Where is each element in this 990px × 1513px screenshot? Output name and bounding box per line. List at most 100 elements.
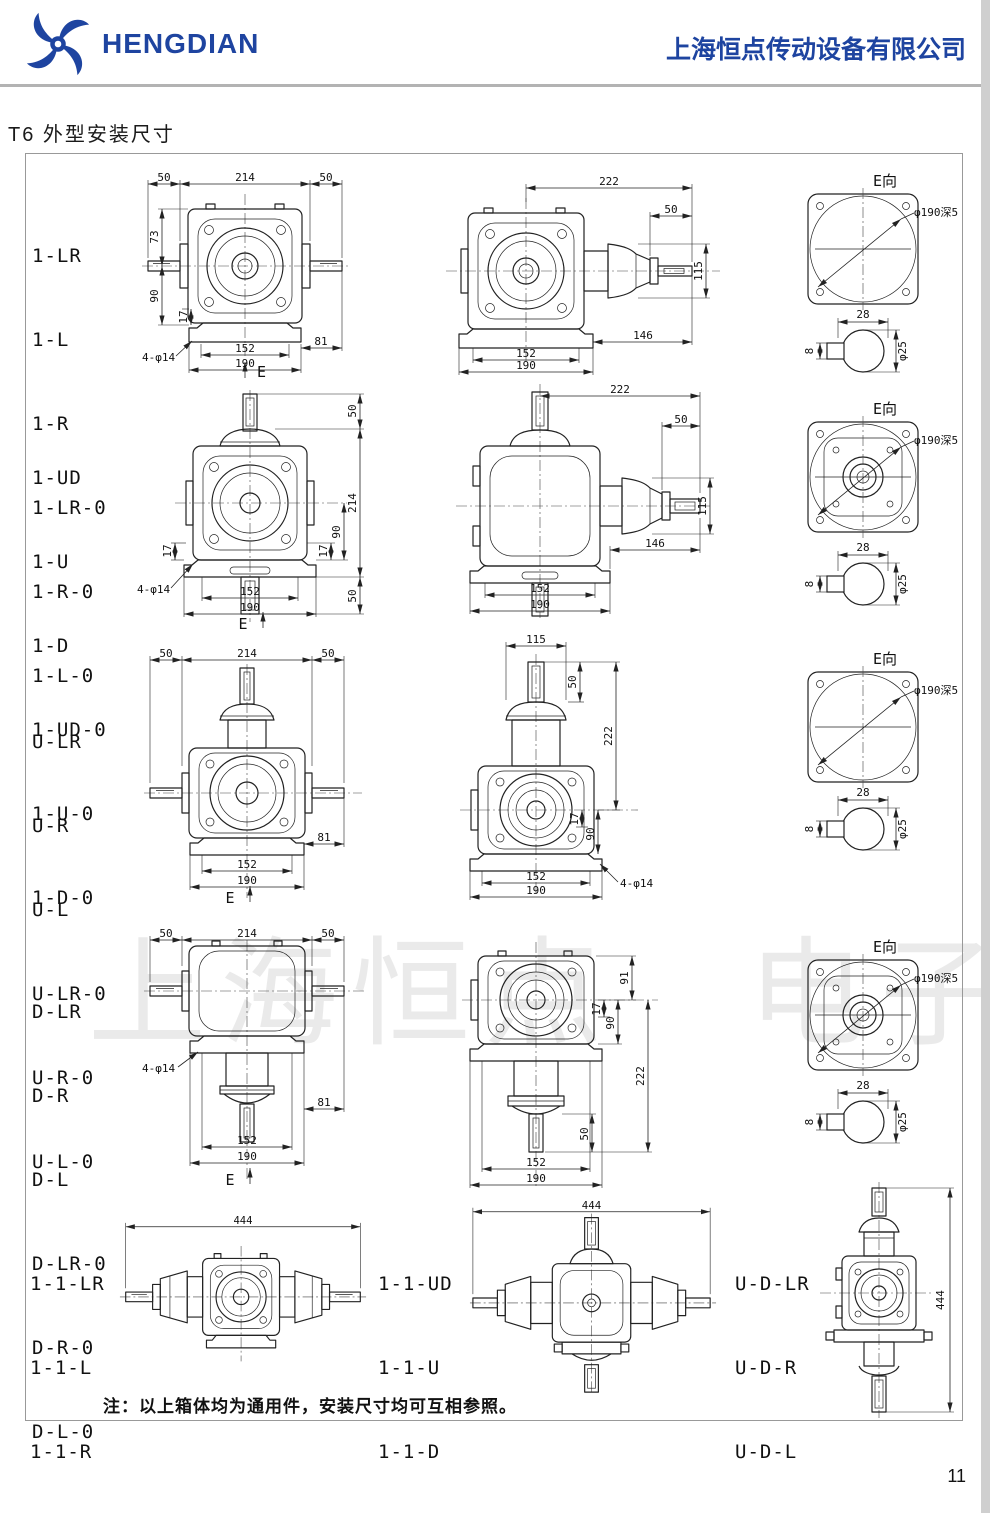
variant-labels-row4: D-LR D-R D-L D-LR-0 D-R-0 D-L-0 [32,942,107,1502]
view-title: E向 [873,938,897,956]
drawing-geometry [807,666,919,851]
dim-label: 152 [235,342,255,355]
dim-label: 50 [321,647,334,660]
dim-label: 190 [526,1172,546,1185]
dim-label: 214 [235,171,255,184]
drawing-geometry [446,184,720,375]
drawing-geometry [807,954,919,1144]
dim-label: 90 [148,289,161,302]
dim-label: 50 [319,171,332,184]
dim-label: 90 [604,1016,617,1029]
dim-label: φ190深5 [914,434,958,447]
dim-label: E [225,1171,234,1189]
dim-label: 190 [235,357,255,370]
variant-label: U-R [32,815,70,837]
dim-label: 50 [321,927,334,940]
variant-labels-bottom3: U-D-LR U-D-R U-D-L U-D-LR-0 U-D-R-0 U-D-… [735,1214,835,1513]
drawing-geometry [119,1222,367,1362]
variant-label: U-LR-0 [32,983,107,1005]
variant-label: D-L-0 [32,1421,95,1443]
front-view-row3: 50 214 50 81 152 190 E [144,647,362,907]
dim-label: 190 [237,1150,257,1163]
dim-label: 444 [233,1215,252,1227]
variant-label: 1-1-UD [378,1273,453,1295]
dim-label: 50 [664,203,677,216]
dim-label: 222 [602,726,615,746]
dim-label: 81 [317,831,330,844]
side-view-row3: 115 50 222 17 90 4-φ14 152 190 [460,633,653,900]
dim-label: 152 [237,858,257,871]
hengdian-logo-icon [26,12,90,76]
drawings-panel [25,153,963,1421]
variant-labels-row2: 1-UD 1-U 1-D 1-UD-0 1-U-0 1-D-0 [32,408,107,968]
dim-label: 17 [590,1002,603,1015]
dim-label: 8 [803,1119,816,1126]
dim-label: 190 [240,601,260,614]
variant-label: U-D-LR [735,1273,810,1295]
front-view-row1: 50 214 50 73 90 17 152 190 81 4-φ14 E [142,171,348,381]
dim-label: 152 [530,582,550,595]
assembly-view-2: 444 [469,1199,717,1393]
dim-label: 50 [159,647,172,660]
dim-label: 214 [237,927,257,940]
dim-label: 50 [566,675,579,688]
drawing-geometry [170,390,364,628]
dim-label: 50 [346,589,359,602]
drawing-geometry [469,1207,717,1393]
dim-label: 50 [674,413,687,426]
brand-text: HENGDIAN [102,28,260,59]
variant-label: 1-UD [32,467,82,489]
dim-label: 50 [159,927,172,940]
page-title: T6 外型安装尺寸 [8,124,175,146]
view-title: E向 [873,650,897,668]
variant-label: U-LR [32,731,82,753]
variant-label: 1-D-0 [32,887,95,909]
variant-label: 1-R [32,413,70,435]
variant-label: 1-1-L [30,1357,93,1379]
dim-label: 115 [696,496,709,516]
dim-label: E [238,615,247,633]
dim-label: E [257,363,266,381]
dim-label: 4-φ14 [142,1062,175,1075]
dim-label: 190 [530,598,550,611]
pinwheel-blades [26,12,90,76]
dim-label: 91 [618,971,631,984]
variant-label: 1-R-0 [32,581,95,603]
dim-label: 17 [317,544,330,557]
variant-labels-row3: U-LR U-R U-L U-LR-0 U-R-0 U-L-0 [32,672,107,1232]
e-view-row1: E向 φ190深5 28 8 φ25 [803,172,958,373]
dim-label: 115 [526,633,546,646]
drawing-geometry [807,416,919,606]
dim-label: 50 [157,171,170,184]
variant-label: U-R-0 [32,1067,95,1089]
scan-edge [981,0,990,1513]
e-view-row2: E向 φ190深5 28 8 φ25 [803,400,958,606]
dim-label: 115 [692,261,705,281]
variant-label: U-D-R [735,1357,798,1379]
variant-label: 1-L-0 [32,665,95,687]
drawing-geometry [144,656,362,902]
dim-label: 8 [803,348,816,355]
dim-label: 444 [934,1290,947,1310]
variant-label: 1-1-R [30,1441,93,1463]
dim-label: 214 [237,647,257,660]
variant-label: 1-U-0 [32,803,95,825]
drawing-geometry [456,384,714,618]
dim-label: 214 [346,493,359,513]
variant-label: 1-LR-0 [32,497,107,519]
dim-label: 90 [330,525,343,538]
variant-label: D-R [32,1085,70,1107]
variant-labels-bottom2: 1-1-UD 1-1-U 1-1-D 1-1-UD-0 1-1-U-0 1-1-… [378,1214,478,1513]
variant-label: 1-1-D [378,1441,441,1463]
dim-label: 90 [584,827,597,840]
drawing-geometry [460,642,638,900]
dim-label: 17 [177,310,190,323]
variant-label: 1-L [32,329,70,351]
variant-labels-bottom1: 1-1-LR 1-1-L 1-1-R 1-1-LR-0 1-1-R-0 1-1-… [30,1214,130,1513]
dim-label: 81 [314,335,327,348]
variant-label: 1-1-U [378,1357,441,1379]
variant-label: U-D-L [735,1441,798,1463]
dim-label: 4-φ14 [137,583,170,596]
pinwheel-center [54,40,62,48]
